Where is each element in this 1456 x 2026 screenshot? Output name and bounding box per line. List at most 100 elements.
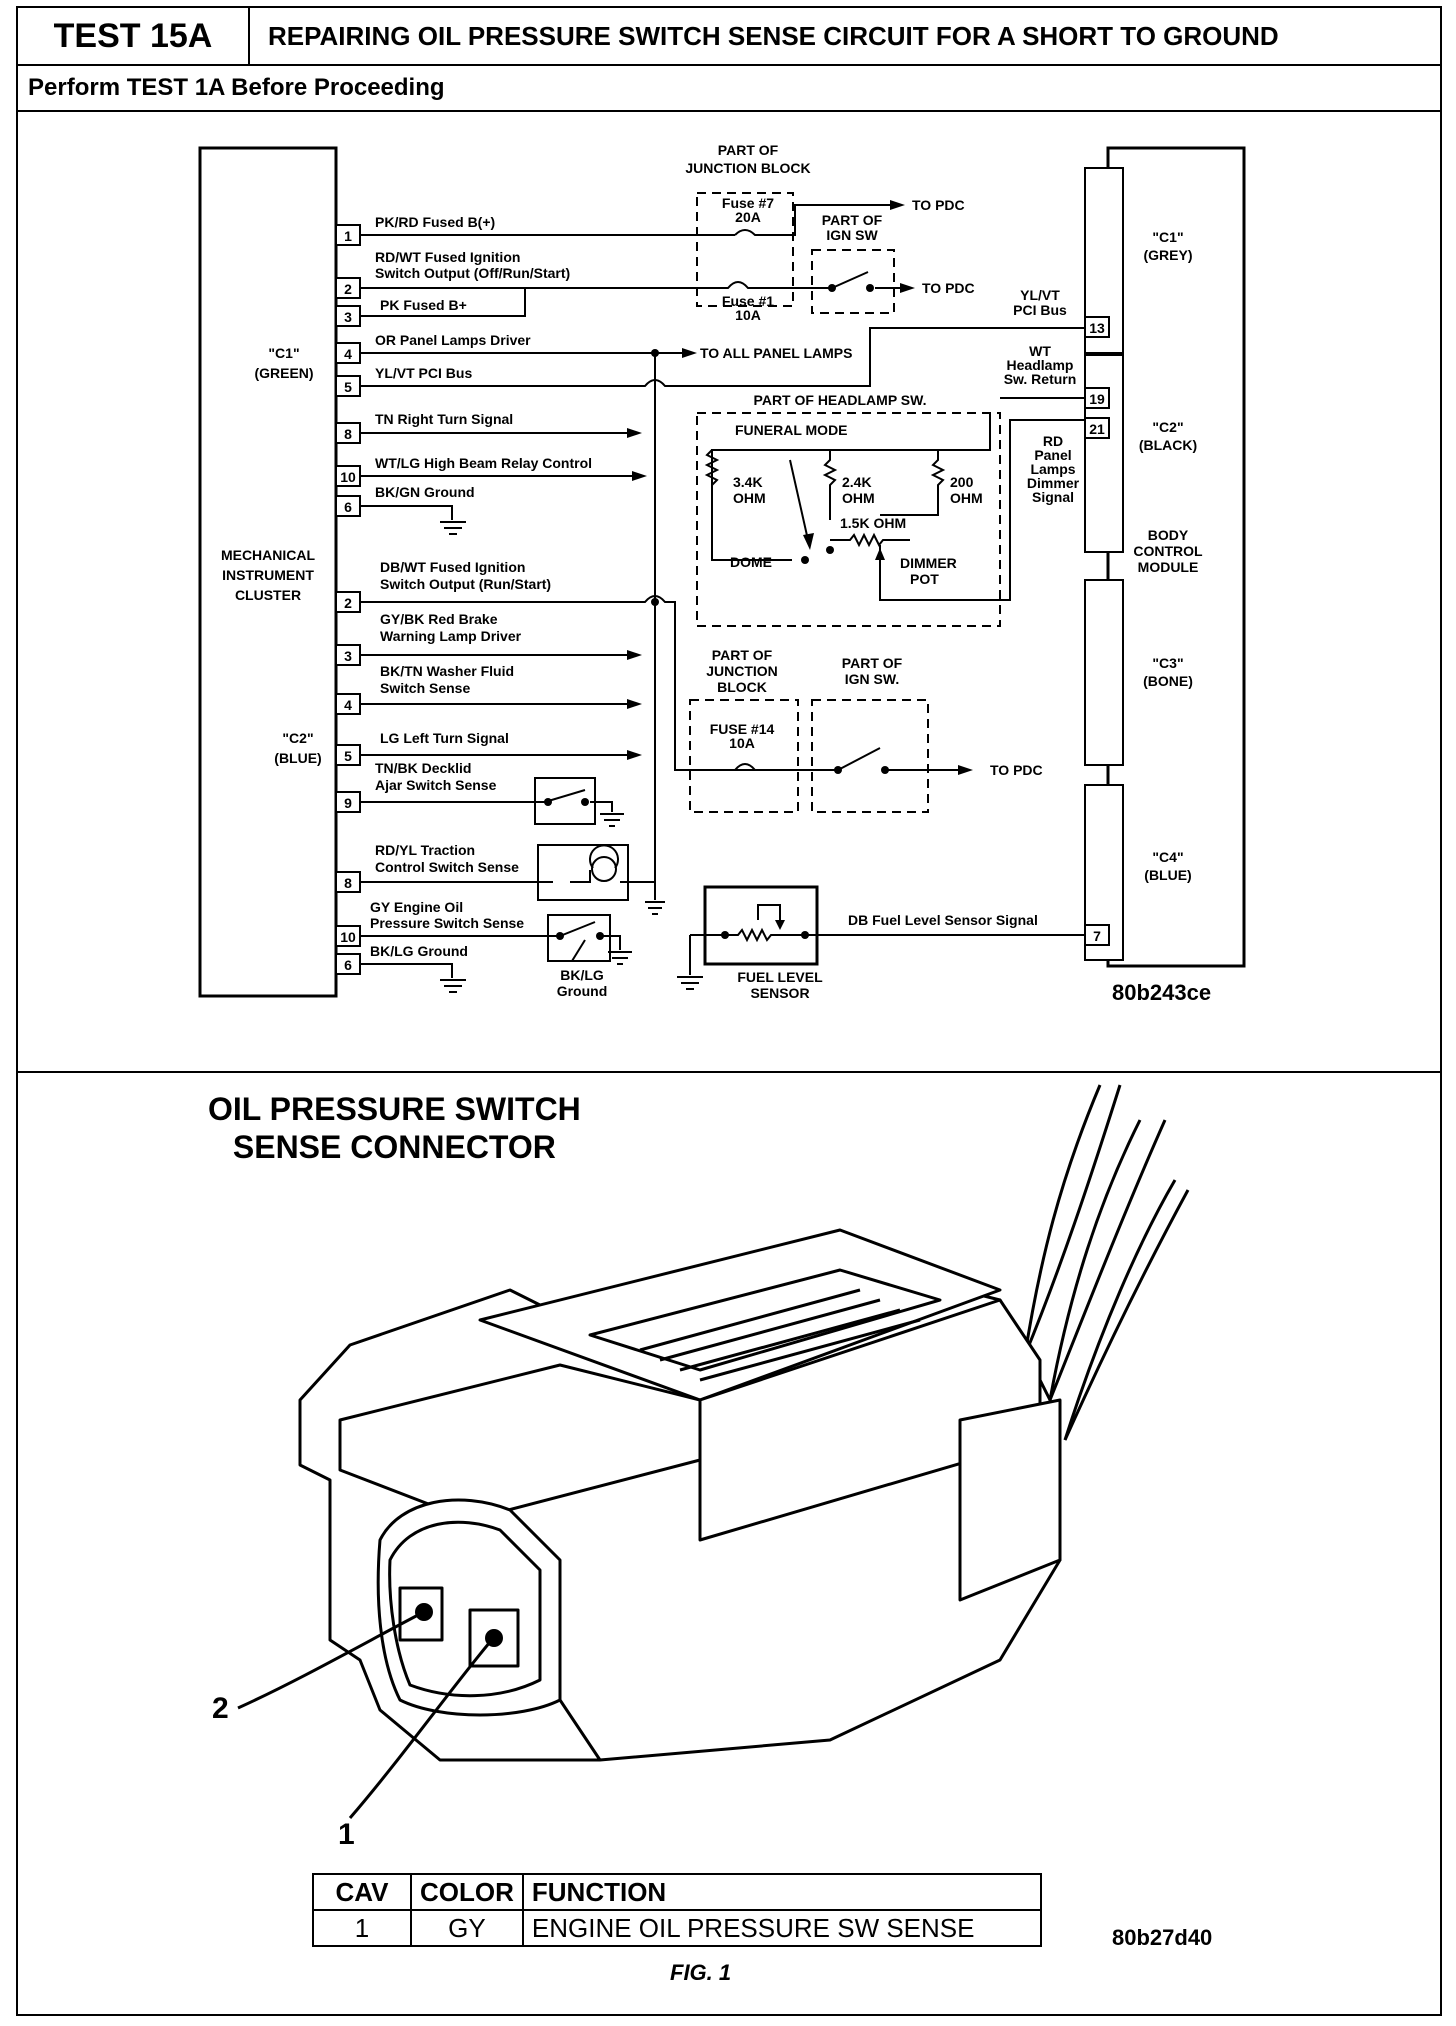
svg-text:Ground: Ground [557, 983, 608, 999]
diagram-code: 80b243ce [1112, 980, 1211, 1005]
svg-text:19: 19 [1089, 391, 1105, 407]
funeral-mode-label: FUNERAL MODE [735, 422, 848, 438]
c1-pin-3: 3 PK Fused B+ [335, 297, 467, 327]
c2-pin-4: 4 BK/TN Washer Fluid Switch Sense [335, 663, 514, 715]
section-divider [18, 1071, 1440, 1073]
svg-text:WT: WT [1029, 343, 1051, 359]
svg-text:10: 10 [340, 469, 356, 485]
svg-text:FUSE #14: FUSE #14 [710, 721, 775, 737]
svg-text:SENSOR: SENSOR [750, 985, 809, 1001]
header-color: COLOR [410, 1873, 524, 1911]
svg-text:Switch Output (Off/Run/Start): Switch Output (Off/Run/Start) [375, 265, 570, 281]
c2-pin-9: 9 TN/BK Decklid Ajar Switch Sense [335, 760, 497, 813]
svg-text:LG Left Turn Signal: LG Left Turn Signal [380, 730, 509, 746]
c1-pin-8: 8 TN Right Turn Signal [335, 411, 513, 444]
svg-text:8: 8 [344, 875, 352, 891]
svg-text:Dimmer: Dimmer [1027, 475, 1080, 491]
to-all-panel-lamps-label: TO ALL PANEL LAMPS [700, 345, 852, 361]
ign-sw-bottom-label: PART OF IGN SW. [842, 655, 903, 687]
header-cav: CAV [312, 1873, 412, 1911]
svg-text:21: 21 [1089, 421, 1105, 437]
svg-text:2.4K: 2.4K [842, 474, 872, 490]
connector-title: OIL PRESSURE SWITCH SENSE CONNECTOR [208, 1090, 581, 1166]
svg-text:OHM: OHM [950, 490, 983, 506]
bcm-pin-7: 7 [1084, 924, 1110, 946]
svg-text:"C1": "C1" [268, 345, 299, 361]
c2-pin-8: 8 RD/YL Traction Control Switch Sense [335, 842, 519, 893]
svg-text:PK/RD Fused B(+): PK/RD Fused B(+) [375, 214, 495, 230]
bcm-label: BODY CONTROL MODULE [1133, 527, 1203, 575]
svg-text:Warning Lamp Driver: Warning Lamp Driver [380, 628, 522, 644]
svg-text:OR Panel Lamps Driver: OR Panel Lamps Driver [375, 332, 531, 348]
svg-text:7: 7 [1093, 928, 1101, 944]
c2-pin-3: 3 GY/BK Red Brake Warning Lamp Driver [335, 611, 522, 666]
svg-text:(BLACK): (BLACK) [1139, 437, 1197, 453]
c1-green-label: "C1" (GREEN) [254, 345, 313, 381]
bcm-wt-label: WT Headlamp Sw. Return [1004, 343, 1077, 387]
svg-text:YL/VT: YL/VT [1020, 287, 1060, 303]
bcm-c4-label: "C4" (BLUE) [1144, 849, 1191, 883]
c1-pin-1: 1 PK/RD Fused B(+) [335, 214, 495, 246]
res-24k-label: 2.4K OHM [842, 474, 875, 506]
svg-text:10A: 10A [735, 307, 761, 323]
svg-text:(BLUE): (BLUE) [274, 750, 321, 766]
db-fuel-signal-label: DB Fuel Level Sensor Signal [848, 912, 1038, 928]
svg-text:9: 9 [344, 795, 352, 811]
svg-text:5: 5 [344, 748, 352, 764]
svg-text:"C2": "C2" [282, 730, 313, 746]
svg-text:6: 6 [344, 499, 352, 515]
svg-text:(GREY): (GREY) [1144, 247, 1193, 263]
figure-code: 80b27d40 [1112, 1925, 1213, 1950]
header-function: FUNCTION [521, 1873, 1042, 1911]
svg-text:Lamps: Lamps [1030, 461, 1075, 477]
dome-label: DOME [730, 554, 772, 570]
svg-text:(BONE): (BONE) [1143, 673, 1193, 689]
prerequisite-note: Perform TEST 1A Before Proceeding [18, 66, 1440, 112]
svg-text:10A: 10A [729, 735, 755, 751]
svg-text:20A: 20A [735, 209, 761, 225]
wiring-schematic: MECHANICAL INSTRUMENT CLUSTER "C1" (GREE… [198, 142, 1246, 1005]
svg-text:4: 4 [344, 697, 352, 713]
svg-text:BK/TN Washer Fluid: BK/TN Washer Fluid [380, 663, 514, 679]
svg-text:Signal: Signal [1032, 489, 1074, 505]
fuse14-label: FUSE #14 10A [710, 721, 775, 751]
svg-text:"C2": "C2" [1152, 419, 1183, 435]
fuel-level-sensor-label: FUEL LEVEL SENSOR [737, 969, 823, 1001]
bcm-pin-19: 19 [1084, 387, 1110, 409]
svg-text:INSTRUMENT: INSTRUMENT [222, 567, 314, 583]
svg-text:Pressure Switch Sense: Pressure Switch Sense [370, 915, 524, 931]
svg-text:Fuse #1: Fuse #1 [722, 293, 774, 309]
svg-text:3: 3 [344, 648, 352, 664]
svg-text:TN Right Turn Signal: TN Right Turn Signal [375, 411, 513, 427]
test-id: TEST 15A [18, 8, 250, 64]
junction-block-top-label: PART OF JUNCTION BLOCK [685, 142, 810, 176]
svg-text:Fuse #7: Fuse #7 [722, 195, 774, 211]
bcm-pin-21: 21 [1084, 417, 1110, 439]
svg-text:BLOCK: BLOCK [717, 679, 767, 695]
svg-text:8: 8 [344, 426, 352, 442]
svg-text:5: 5 [344, 379, 352, 395]
c2-pin-6: 6 BK/LG Ground [335, 943, 468, 975]
cell-cav: 1 [312, 1909, 412, 1947]
svg-text:WT/LG High Beam Relay Control: WT/LG High Beam Relay Control [375, 455, 592, 471]
svg-text:2: 2 [344, 281, 352, 297]
cavity-table: CAV COLOR FUNCTION 1 GY ENGINE OIL PRESS… [312, 1873, 1042, 1947]
body-control-module-block [1106, 146, 1246, 968]
cluster-label: MECHANICAL INSTRUMENT CLUSTER [221, 547, 316, 603]
svg-text:CLUSTER: CLUSTER [235, 587, 301, 603]
svg-text:CONTROL: CONTROL [1133, 543, 1203, 559]
headlamp-sw-label: PART OF HEADLAMP SW. [754, 392, 927, 408]
svg-text:(BLUE): (BLUE) [1144, 867, 1191, 883]
res-15k-label: 1.5K OHM [840, 515, 906, 531]
svg-text:"C4": "C4" [1152, 849, 1183, 865]
svg-text:2: 2 [344, 595, 352, 611]
svg-text:Ajar Switch Sense: Ajar Switch Sense [375, 777, 497, 793]
fuse1-label: Fuse #1 10A [722, 293, 774, 323]
svg-text:13: 13 [1089, 320, 1105, 336]
to-pdc-label-2: TO PDC [922, 280, 975, 296]
cell-color: GY [410, 1909, 524, 1947]
svg-text:BK/LG Ground: BK/LG Ground [370, 943, 468, 959]
bcm-c1-label: "C1" (GREY) [1144, 229, 1193, 263]
svg-text:"C1": "C1" [1152, 229, 1183, 245]
bcm-rd-label: RD Panel Lamps Dimmer Signal [1027, 433, 1080, 505]
